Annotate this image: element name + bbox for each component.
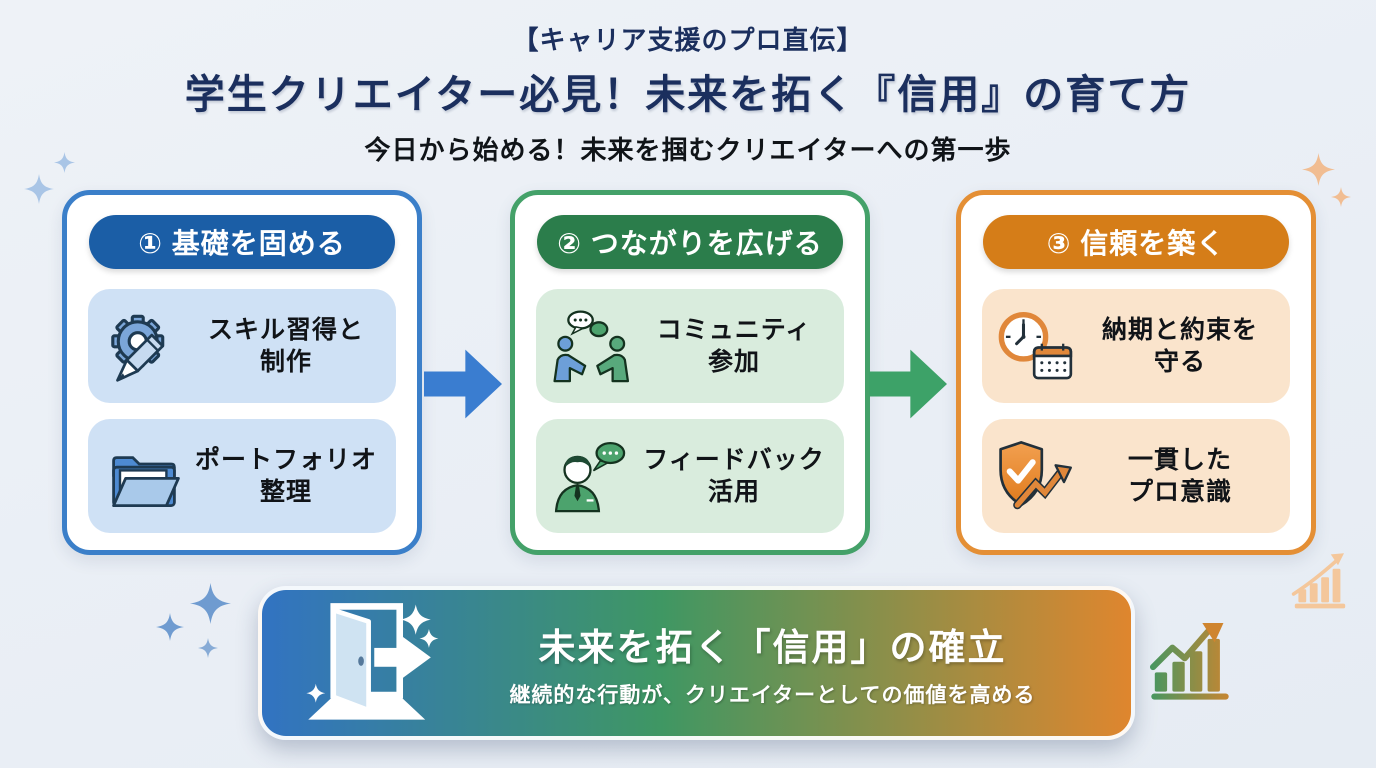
kicker-text: 【キャリア支援のプロ直伝】: [512, 25, 864, 55]
sparkle-icon: [1302, 153, 1335, 186]
sparkle-icon: [24, 174, 54, 204]
page-subtitle: 今日から始める！未来を掴むクリエイターへの第一歩: [364, 135, 1012, 165]
clock-calendar-icon: [996, 302, 1080, 390]
step-1-card-1: スキル習得と 制作: [88, 289, 396, 403]
step-1-header: ① 基礎を固める: [89, 215, 395, 269]
card-label: 納期と約束を 守る: [1101, 315, 1258, 377]
step-3-card-2: 一貫した プロ意識: [982, 419, 1290, 533]
folder-icon: [102, 432, 186, 520]
step-1-card-2: ポートフォリオ 整理: [88, 419, 396, 533]
banner-text: 未来を拓く「信用」の確立 継続的な行動が、クリエイターとしての価値を高める: [462, 617, 1131, 709]
sparkle-icon: [190, 583, 231, 624]
flow-arrow-right-icon: [424, 349, 502, 419]
step-column-2: ② つながりを広げる コミュニティ 参加: [510, 190, 870, 555]
growth-bar-chart-icon: [1149, 623, 1229, 700]
card-label: ポートフォリオ 整理: [194, 445, 377, 507]
bar-chart-swoosh-icon: [1291, 553, 1346, 609]
sparkle-icon: [156, 613, 184, 641]
card-label: 一貫した プロ意識: [1127, 445, 1232, 507]
card-label: スキル習得と 制作: [207, 315, 364, 377]
card-label: フィードバック 活用: [643, 445, 825, 507]
community-handshake-icon: [550, 302, 634, 390]
step-2-header: ② つながりを広げる: [537, 215, 843, 269]
sparkle-icon: [54, 152, 75, 173]
step-column-1: ① 基礎を固める: [62, 190, 422, 555]
step-2-card-2: フィードバック 活用: [536, 419, 844, 533]
step-2-card-1: コミュニティ 参加: [536, 289, 844, 403]
banner-title: 未来を拓く「信用」の確立: [538, 627, 1007, 668]
sparkle-icon: [198, 638, 218, 658]
shield-check-growth-icon: [996, 432, 1080, 520]
step-column-3: ③ 信頼を築く: [956, 190, 1316, 555]
open-door-arrow-icon: [262, 597, 462, 729]
card-label: コミュニティ 参加: [656, 315, 812, 377]
step-3-card-1: 納期と約束を 守る: [982, 289, 1290, 403]
banner-subtitle: 継続的な行動が、クリエイターとしての価値を高める: [509, 684, 1036, 707]
conclusion-banner: 未来を拓く「信用」の確立 継続的な行動が、クリエイターとしての価値を高める: [258, 586, 1135, 740]
step-3-header: ③ 信頼を築く: [983, 215, 1289, 269]
gear-pencil-icon: [102, 302, 186, 390]
sparkle-icon: [1331, 187, 1351, 207]
flow-arrow-right-icon: [869, 349, 947, 419]
feedback-person-icon: [550, 432, 634, 520]
page-title: 学生クリエイター必見！未来を拓く『信用』の育て方: [184, 73, 1192, 117]
